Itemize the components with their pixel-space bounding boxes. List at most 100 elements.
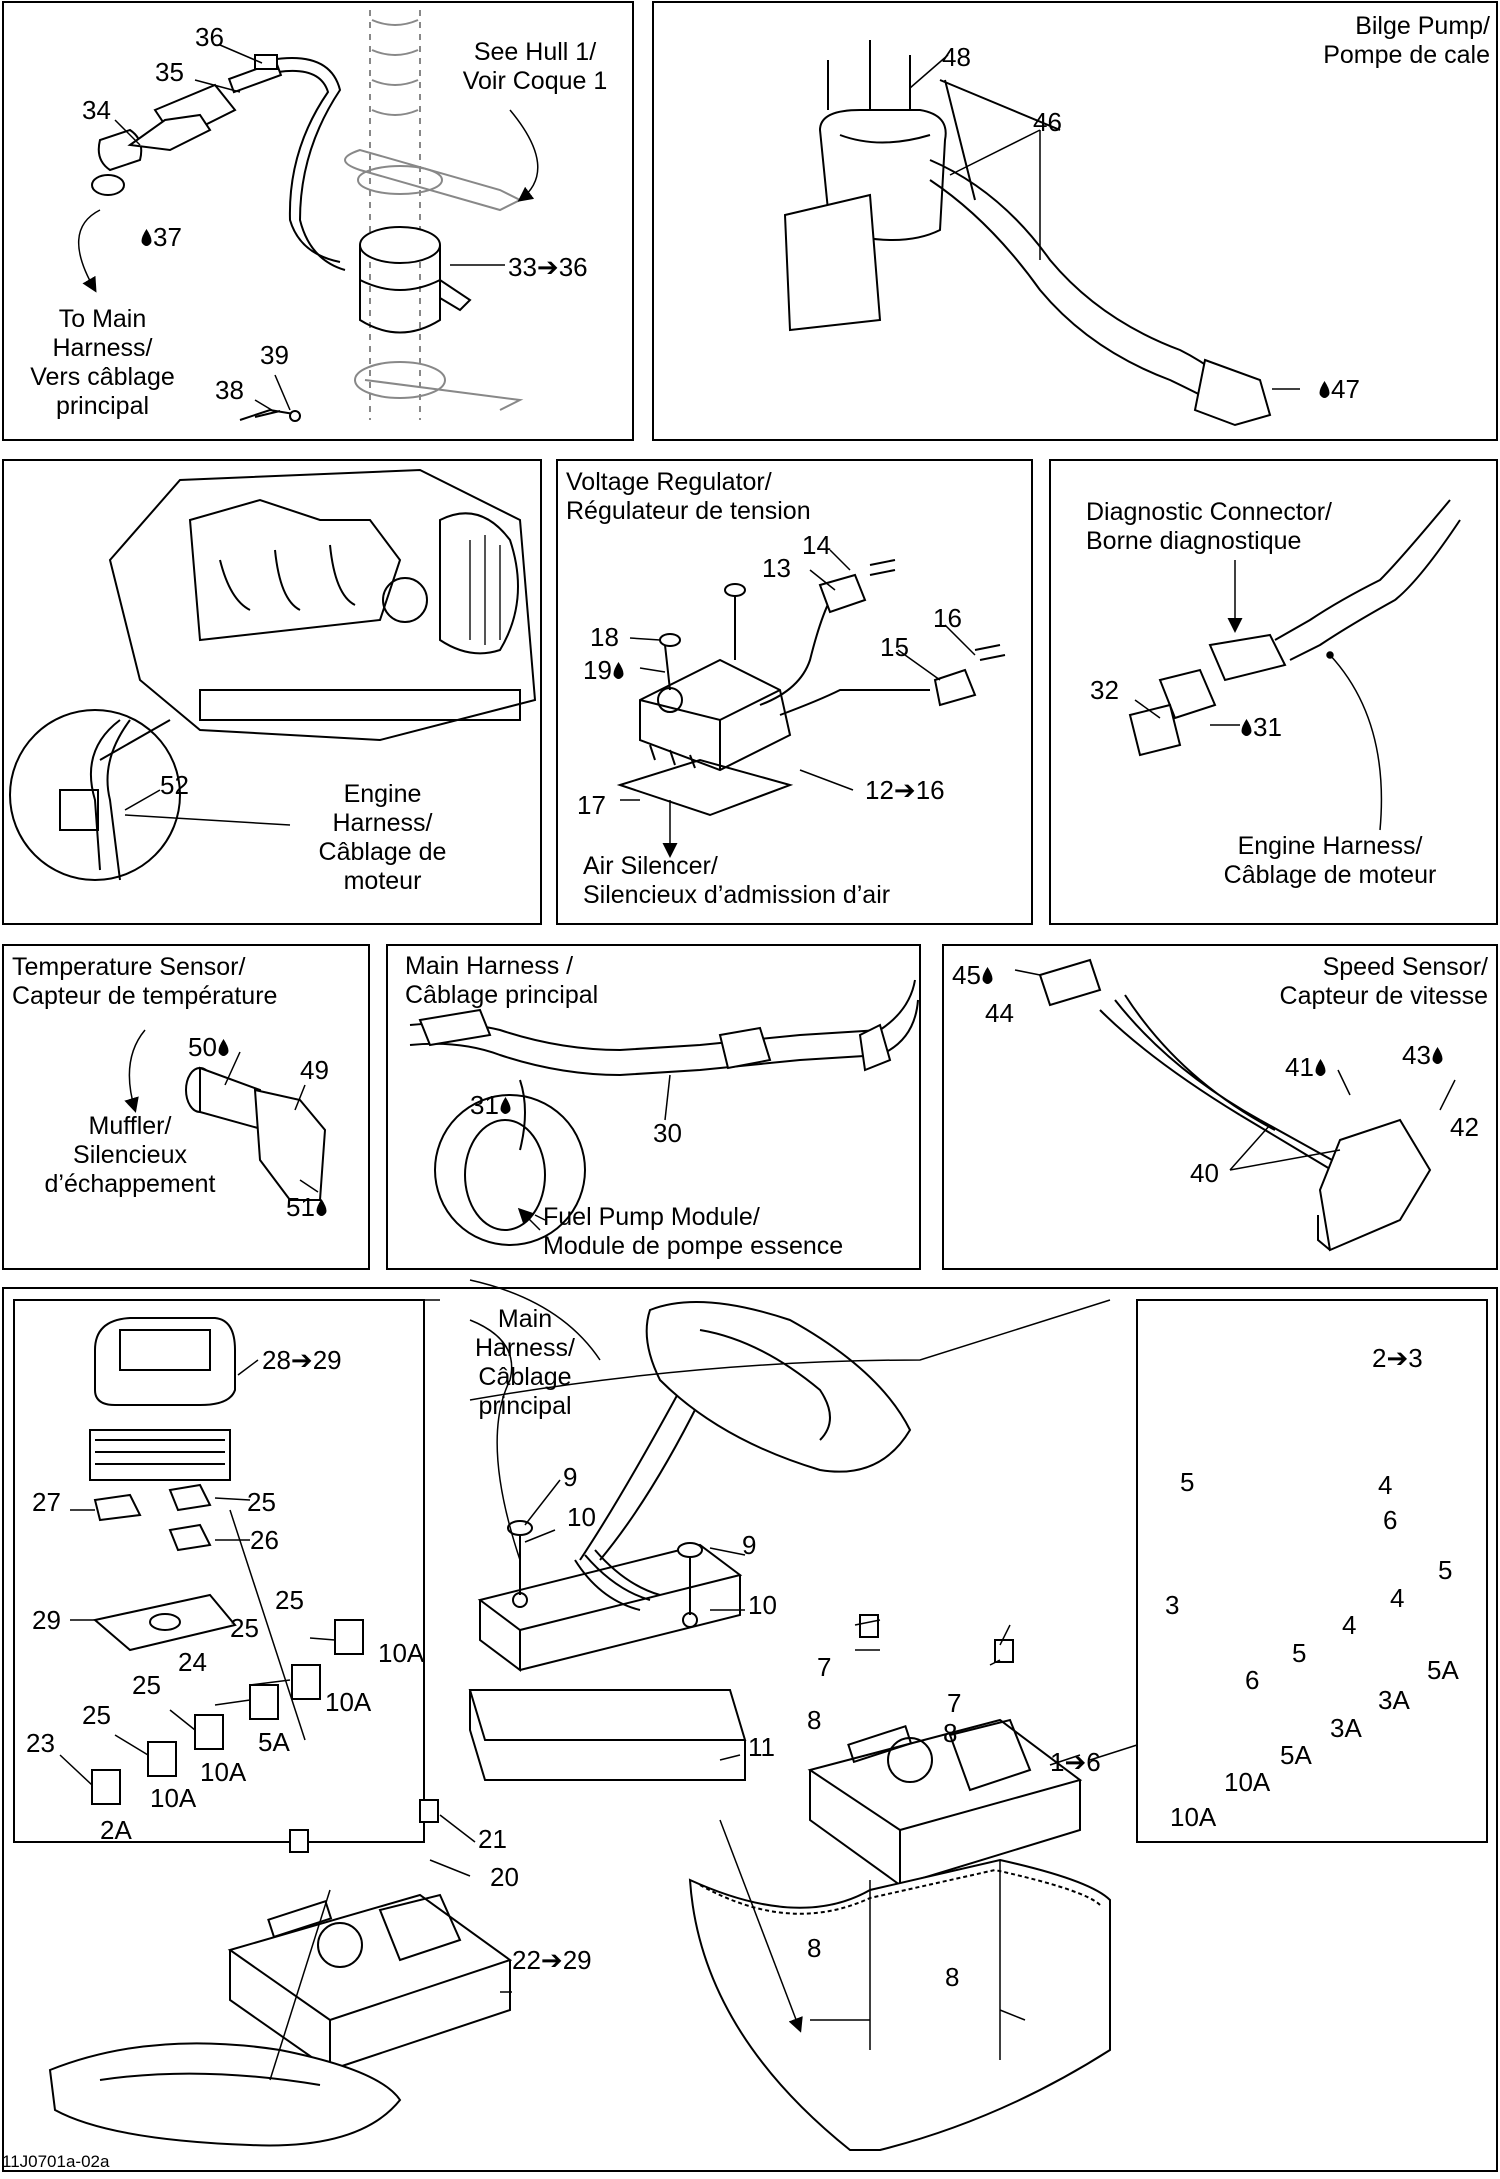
engine-label-4: moteur [343,867,422,895]
hull-drawing [91,10,524,422]
muffler-label-2: Silencieux [73,1141,187,1169]
arrow-right-icon: ➔ [893,775,916,805]
panel-fuse-box [2,1287,1498,2172]
fuse-main-label-4: principal [478,1392,572,1420]
diag-title-en: Diagnostic Connector/ [1086,498,1332,526]
ref-18: 18 [590,622,619,652]
ref-9-a: 9 [563,1462,578,1492]
air-silencer-fr: Silencieux d’admission d’air [583,881,891,909]
ref-12-16: 12➔16 [865,775,945,805]
ref-25-d: 25 [132,1670,161,1700]
ref-20: 20 [490,1862,519,1892]
amp-3a-r1: 3A [1378,1685,1410,1715]
engine-drawing [9,468,537,881]
ref-43: 43 [1402,1040,1444,1070]
air-silencer-en: Air Silencer/ [583,852,718,880]
muffler-label-1: Muffler/ [88,1112,172,1140]
ref-5-c: 5 [1292,1638,1307,1668]
amp-10a-2: 10A [325,1687,372,1717]
drop-icon [315,1199,328,1217]
ref-10-b: 10 [748,1590,777,1620]
ref-11: 11 [748,1732,775,1762]
ref-3: 3 [1165,1590,1180,1620]
ref-38: 38 [215,375,244,405]
panel-fuse-left [13,1299,425,1843]
speed-title-en: Speed Sensor/ [1322,953,1488,981]
bilge-drawing [783,40,1272,427]
panel-hull [2,1,634,441]
fuse-center-drawing [48,1301,1111,2151]
figure-code: 11J0701a-02a [2,2152,110,2171]
ref-49: 49 [300,1055,329,1085]
main-harness-drawing [409,979,919,1246]
panel-fuse-right [1136,1299,1488,1843]
speed-drawing [1038,958,1432,1252]
ref-30: 30 [653,1118,682,1148]
ref-37: 37 [140,222,182,252]
amp-5a-r2: 5A [1280,1740,1312,1770]
fuse-main-label-1: Main [497,1305,553,1333]
diag-engine-harness-fr: Câblage de moteur [1223,861,1437,889]
panel-main-harness [386,944,921,1270]
fuse-left-drawing [89,1317,364,1805]
bilge-title-fr: Pompe de cale [1323,41,1490,69]
drop-icon [140,229,153,247]
amp-5a: 5A [258,1727,290,1757]
ref-34: 34 [82,95,111,125]
ref-6-a: 6 [1383,1505,1398,1535]
diagnostic-drawing [1128,499,1461,757]
arrow-right-icon: ➔ [540,1945,563,1975]
drop-icon [1318,381,1331,399]
temp-title-fr: Capteur de température [12,982,278,1010]
ref-6-b: 6 [1245,1665,1260,1695]
ref-23: 23 [26,1728,55,1758]
ref-42: 42 [1450,1112,1479,1142]
voltage-title-en: Voltage Regulator/ [566,468,772,496]
ref-47: 47 [1318,374,1360,404]
ref-22-29: 22➔29 [512,1945,592,1975]
panel-bilge-pump [652,1,1498,441]
ref-5-b: 5 [1438,1555,1453,1585]
diag-engine-harness-en: Engine Harness/ [1237,832,1423,860]
arrow-right-icon: ➔ [290,1345,313,1375]
arrow-right-icon: ➔ [1064,1747,1087,1777]
ref-16: 16 [933,603,962,633]
drop-icon [217,1039,230,1057]
bilge-title-en: Bilge Pump/ [1355,12,1490,40]
amp-10a-r2: 10A [1170,1802,1217,1832]
ref-27: 27 [32,1487,61,1517]
ref-52: 52 [160,770,189,800]
ref-8-c: 8 [807,1933,822,1963]
amp-10a-1: 10A [378,1638,425,1668]
ref-25-e: 25 [82,1700,111,1730]
ref-25-a: 25 [247,1487,276,1517]
ref-1-6: 1➔6 [1050,1747,1101,1777]
temp-drawing [185,1066,327,1201]
drop-icon [499,1097,512,1115]
drop-icon [612,662,625,680]
see-hull-label: See Hull 1/ [473,38,597,66]
amp-5a-r1: 5A [1427,1655,1459,1685]
speed-title-fr: Capteur de vitesse [1279,982,1488,1010]
muffler-label-3: d’échappement [44,1170,216,1198]
ref-50: 50 [188,1032,230,1062]
ref-40: 40 [1190,1158,1219,1188]
ref-25-b: 25 [275,1585,304,1615]
voltage-title-fr: Régulateur de tension [566,497,811,525]
ref-2-3: 2➔3 [1372,1343,1423,1373]
fuse-main-label-3: Câblage [478,1363,572,1391]
ref-26: 26 [250,1525,279,1555]
principal-label: principal [55,392,150,420]
ref-36: 36 [195,22,224,52]
fuse-main-label-2: Harness/ [474,1334,576,1362]
voltage-drawing [616,559,1006,817]
ref-46: 46 [1033,107,1062,137]
ref-24: 24 [178,1647,207,1677]
ref-25-c: 25 [230,1613,259,1643]
vers-cablage-label: Vers câblage [30,363,175,391]
ref-31: 31 [1240,712,1282,742]
ref-7-b: 7 [947,1688,962,1718]
fuel-pump-fr: Module de pompe essence [543,1232,844,1260]
temp-title-en: Temperature Sensor/ [12,953,246,981]
